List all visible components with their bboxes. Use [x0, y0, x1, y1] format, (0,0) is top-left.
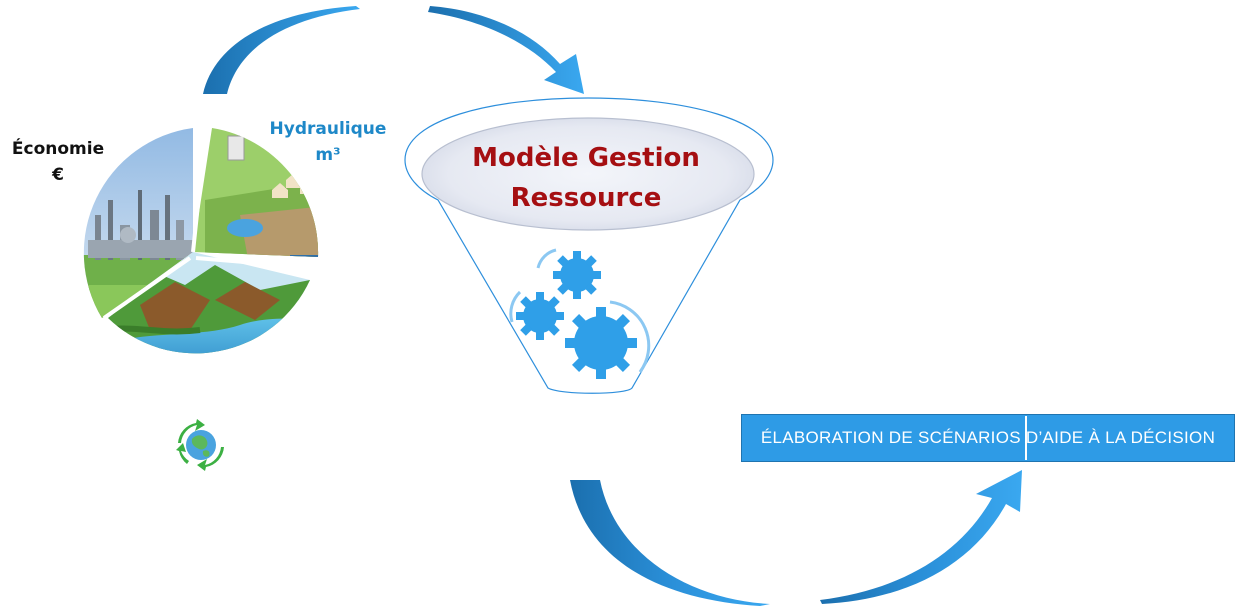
hydraulique-slice-image	[193, 128, 319, 257]
economie-label: Économie €	[6, 136, 110, 188]
recycle-globe-icon	[176, 419, 224, 471]
funnel-title: Modèle Gestion Ressource	[420, 138, 752, 218]
gears-icon	[509, 248, 651, 379]
funnel-title-line2: Ressource	[510, 183, 662, 213]
pie-separators	[102, 127, 317, 320]
scenario-box-text: ÉLABORATION DE SCÉNARIOS D’AIDE À LA DÉC…	[760, 428, 1216, 447]
economie-unit: €	[52, 165, 64, 185]
hydraulique-label: Hydraulique m³	[258, 116, 398, 168]
economie-title: Économie	[11, 139, 105, 159]
bottom-curved-arrow	[570, 470, 1022, 606]
hydraulique-unit: m³	[315, 145, 341, 165]
funnel-title-line1: Modèle Gestion	[472, 143, 700, 173]
funnel-shape	[404, 97, 774, 394]
scenario-box: ÉLABORATION DE SCÉNARIOS D’AIDE À LA DÉC…	[741, 414, 1235, 462]
top-curved-arrow	[203, 6, 584, 94]
scenario-box-divider	[1025, 416, 1027, 460]
hydraulique-title: Hydraulique	[269, 119, 387, 139]
